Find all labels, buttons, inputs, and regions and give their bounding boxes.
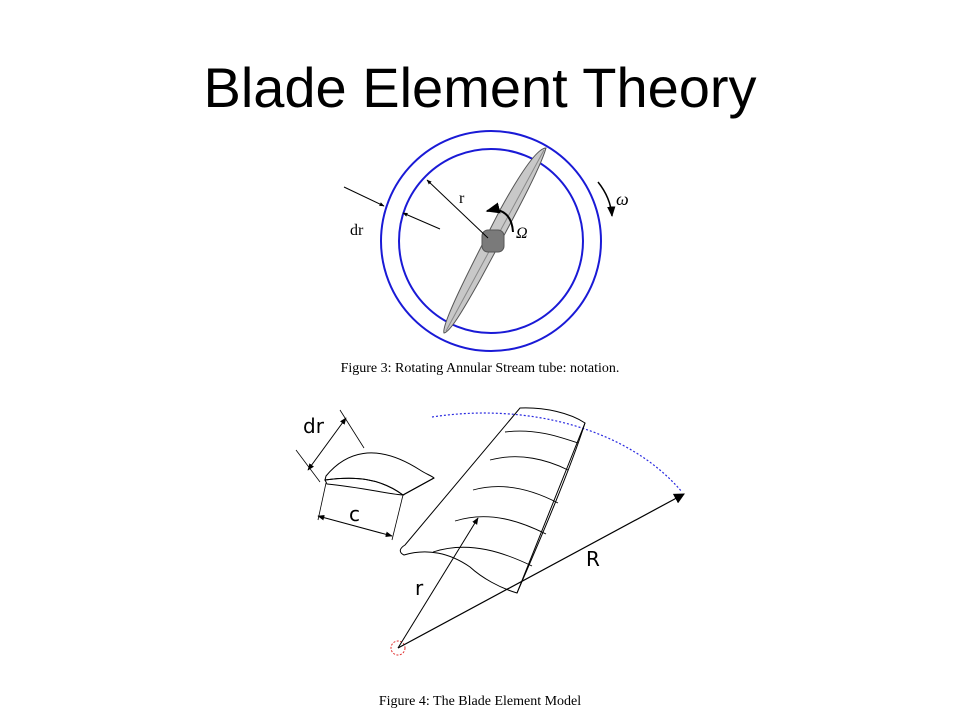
local-radius-arrow [397,517,479,649]
slide-title: Blade Element Theory [203,56,757,119]
blade-element-front [324,477,405,496]
label-c: c [349,502,360,526]
omega-rotation-arrow [597,181,616,218]
rotor-hub [481,229,505,253]
dr-arrow-inner [402,212,441,230]
annulus-inner-circle [398,148,584,334]
blade-section-5 [432,546,533,567]
blade-element [324,452,435,496]
radius-arrow [426,179,489,239]
label-r-fig3: r [459,190,465,207]
Omega-rotation-arrow [485,202,514,233]
blade-section-2 [489,456,569,471]
dr-extension-2 [339,409,365,449]
figure3-diagram: r dr Ω ω [343,130,629,352]
annulus-outer-circle [380,130,602,352]
dr-dimension-arrow [307,417,347,471]
label-r-fig4: r [415,576,424,600]
label-dr-fig4: dr [303,414,325,438]
blade-element-side [402,477,435,496]
tip-radius-arc [431,412,683,493]
figure4-diagram: dr c r R [295,407,685,656]
label-Omega: Ω [516,225,528,242]
blade-section-3 [472,486,559,504]
label-R: R [586,547,600,571]
blade-outline [399,407,586,594]
c-extension-1 [317,482,327,521]
blade-section-1 [504,430,579,444]
tip-radius-arrow [397,493,685,649]
c-dimension-arrow [317,514,393,538]
c-extension-2 [391,494,404,541]
blade-trailing-edge [516,422,586,594]
dr-arrow-outer [343,186,385,207]
rotor-origin [390,640,406,656]
label-dr-fig3: dr [350,222,364,239]
blade-section-4 [454,516,547,535]
figure4-caption: Figure 4: The Blade Element Model [378,694,582,709]
label-omega: ω [616,189,629,209]
figure3-caption: Figure 3: Rotating Annular Stream tube: … [340,361,620,376]
dr-extension-1 [295,449,321,483]
